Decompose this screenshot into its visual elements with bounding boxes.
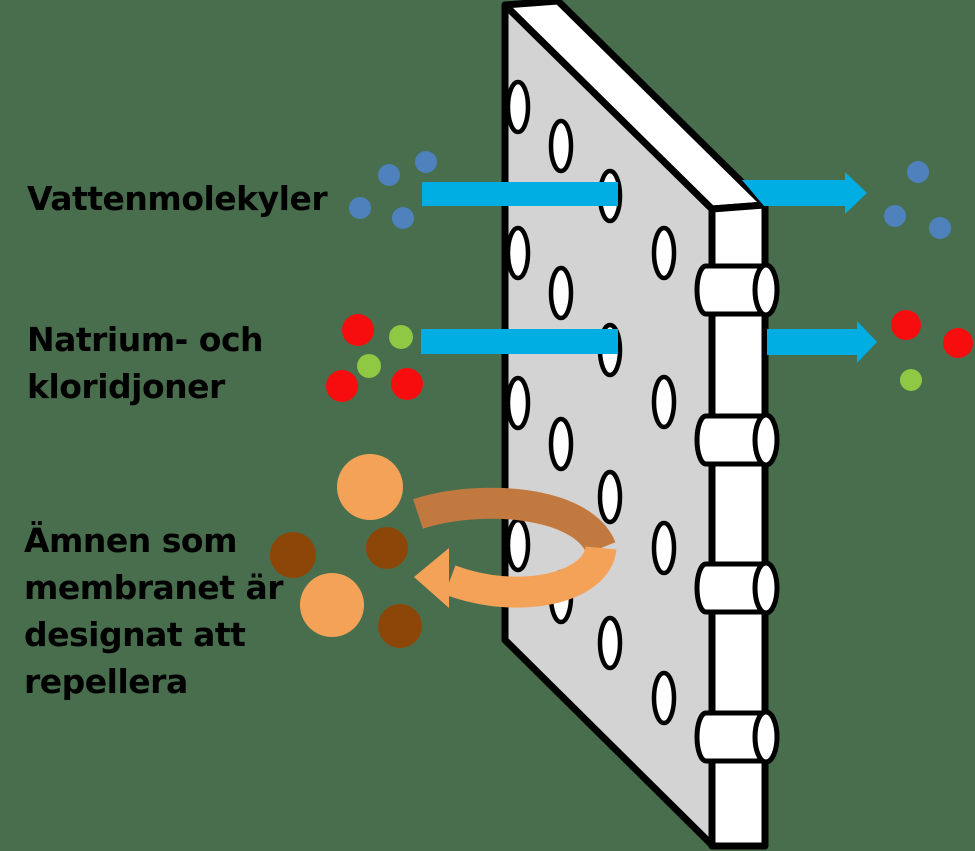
- red-ion: [326, 370, 358, 402]
- membrane-channel-cap: [752, 709, 780, 765]
- membrane-pore: [651, 374, 677, 430]
- label-sodium-chloride-ions: Natrium- och kloridjoner: [27, 320, 264, 406]
- membrane-pore: [597, 469, 623, 525]
- membrane-pore: [505, 517, 531, 573]
- membrane-pore: [548, 416, 574, 472]
- membrane-right-edge: [708, 201, 769, 850]
- repel-arrowhead: [414, 548, 449, 608]
- membrane-pore: [548, 118, 574, 174]
- rejected-particle-light: [337, 454, 403, 520]
- membrane-pore: [505, 375, 531, 431]
- green-ion: [389, 325, 413, 349]
- repel-arrow-front-band: [444, 544, 617, 608]
- rejected-particle-dark: [366, 527, 408, 569]
- membrane-channels: [694, 262, 780, 765]
- water-molecule: [392, 207, 414, 229]
- red-ion: [342, 314, 374, 346]
- water-molecule: [349, 197, 371, 219]
- rejected-particle-light: [300, 573, 364, 637]
- membrane-channel: [694, 413, 766, 467]
- ions-red: [326, 310, 973, 402]
- membrane-pore: [651, 670, 677, 726]
- ion-pass-arrow-left: [421, 329, 618, 354]
- label-rejected-substances: Ämnen som membranet är designat att repe…: [24, 521, 284, 701]
- membrane-pore: [597, 615, 623, 671]
- membrane-channel-cap: [752, 262, 780, 318]
- green-ion: [900, 369, 922, 391]
- water-molecules-right: [884, 161, 951, 239]
- membrane-channel: [694, 561, 766, 615]
- membrane-pore: [505, 79, 531, 135]
- ion-pass-arrow-right: [767, 321, 877, 363]
- membrane-pore: [505, 225, 531, 281]
- green-ion: [357, 354, 381, 378]
- water-molecule: [884, 205, 906, 227]
- repel-arrow: [413, 487, 617, 608]
- membrane-channel: [694, 263, 766, 317]
- water-molecule: [907, 161, 929, 183]
- membrane-pore: [651, 520, 677, 576]
- rejected-particle-dark: [378, 604, 422, 648]
- ions-green: [357, 325, 922, 391]
- water-molecule: [929, 217, 951, 239]
- red-ion: [891, 310, 921, 340]
- red-ion: [943, 328, 973, 358]
- repel-arrow-back-band: [413, 487, 616, 556]
- membrane-channel: [694, 710, 766, 764]
- rejected-substances: [270, 454, 422, 648]
- water-pass-arrow-right: [742, 172, 867, 214]
- membrane-channel-cap: [752, 412, 780, 468]
- water-molecule: [378, 164, 400, 186]
- water-molecule: [415, 151, 437, 173]
- water-molecules: [349, 151, 951, 239]
- membrane-channel-cap: [752, 560, 780, 616]
- membrane-pore: [548, 265, 574, 321]
- red-ion: [391, 368, 423, 400]
- water-molecules-left: [349, 151, 437, 229]
- water-pass-arrow-left: [422, 182, 618, 206]
- label-water-molecules: Vattenmolekyler: [27, 179, 328, 218]
- pass-arrows: [421, 172, 877, 363]
- membrane-pore: [651, 225, 677, 281]
- rejected-particle-dark: [270, 532, 316, 578]
- membrane: [501, 0, 769, 850]
